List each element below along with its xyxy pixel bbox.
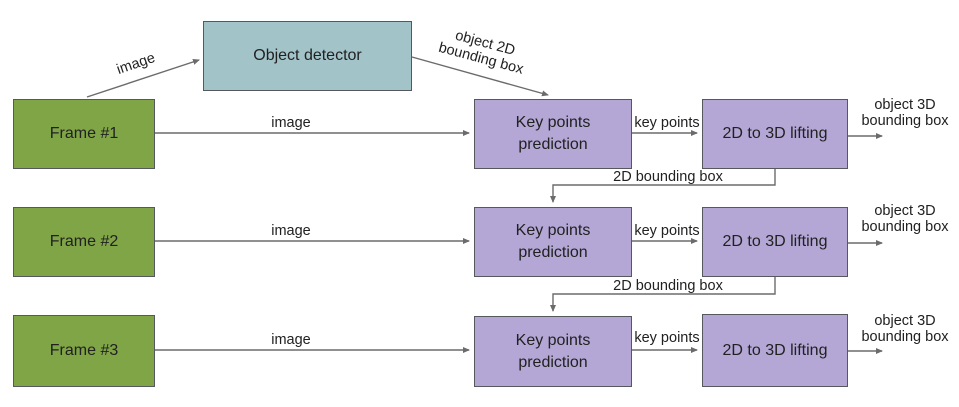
edge-label-image-row3: image — [271, 332, 311, 348]
node-object-detector: Object detector — [203, 21, 412, 91]
arrow-frame1-to-detector — [86, 59, 200, 98]
edge-label-object-3d-bounding-box-row1: object 3D bounding box — [861, 97, 949, 129]
node-frame-1: Frame #1 — [13, 99, 155, 169]
edge-label-2d-bounding-box-row2-3: 2D bounding box — [613, 278, 723, 294]
node-key-points-prediction-3: Key points prediction — [474, 316, 632, 387]
edge-label-key-points-row2: key points — [634, 223, 700, 239]
node-key-points-prediction-1: Key points prediction — [474, 99, 632, 169]
edge-label-image-row2: image — [271, 223, 311, 239]
node-frame-3: Frame #3 — [13, 315, 155, 387]
node-key-points-prediction-2: Key points prediction — [474, 207, 632, 277]
edge-label-key-points-row3: key points — [634, 330, 700, 346]
node-2d-to-3d-lifting-1: 2D to 3D lifting — [702, 99, 848, 169]
edge-label-image-row1: image — [271, 115, 311, 131]
arrow-lifting1-to-keypoints2 — [550, 169, 776, 203]
edge-label-key-points-row1: key points — [634, 115, 700, 131]
node-frame-2: Frame #2 — [13, 207, 155, 277]
node-2d-to-3d-lifting-3: 2D to 3D lifting — [702, 314, 848, 387]
arrow-detector-to-keypoints1 — [411, 56, 549, 97]
edge-label-object-3d-bounding-box-row2: object 3D bounding box — [861, 203, 949, 235]
node-2d-to-3d-lifting-2: 2D to 3D lifting — [702, 207, 848, 277]
edge-label-2d-bounding-box-row1-2: 2D bounding box — [613, 169, 723, 185]
edge-label-object-3d-bounding-box-row3: object 3D bounding box — [861, 313, 949, 345]
arrow-lifting2-to-keypoints3 — [550, 277, 776, 312]
